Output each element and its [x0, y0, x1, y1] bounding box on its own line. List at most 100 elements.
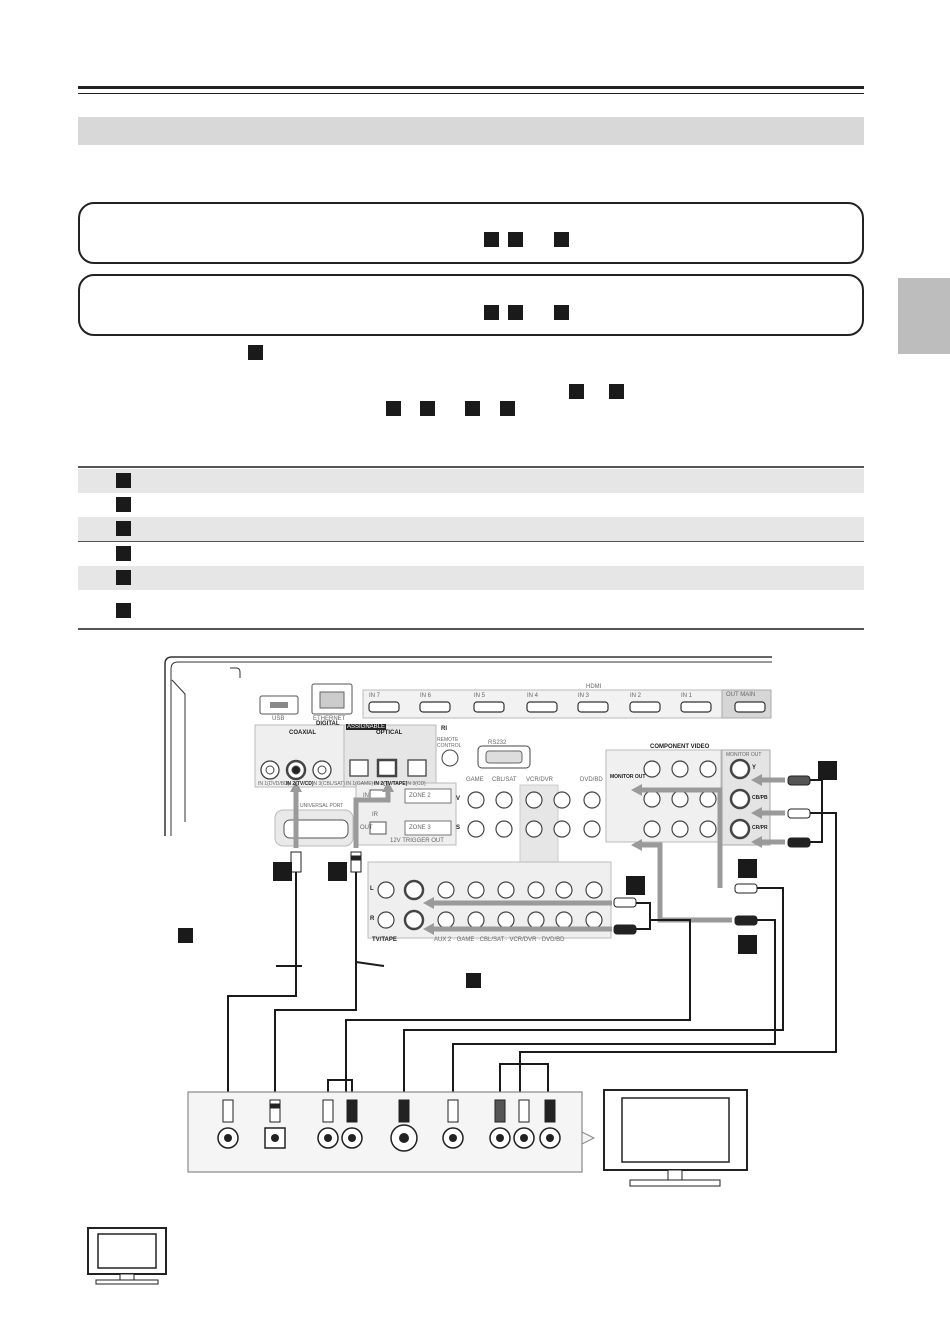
coax-in-label: IN 1(DVD/BD) — [258, 781, 290, 787]
marker-square — [273, 862, 292, 881]
remote-control-label: REMOTE CONTROL — [437, 737, 462, 749]
marker-square — [386, 401, 401, 416]
coax-in-label: IN 2(TV/CD) — [286, 781, 314, 787]
table-row — [78, 493, 864, 517]
marker-square — [508, 232, 523, 247]
hdmi-label: HDMI — [586, 684, 602, 690]
ethernet-label: ETHERNET — [313, 716, 346, 722]
coax-in-label: IN 3(CBL/SAT) — [312, 781, 345, 787]
hdmi-in-label: IN 1 — [681, 693, 693, 699]
hdmi-out-port — [734, 701, 766, 713]
component-pr-out — [729, 818, 751, 840]
marker-square — [328, 862, 347, 881]
optical-in-label: IN 3(CD) — [406, 781, 426, 787]
hdmi-port — [368, 701, 400, 713]
marker-square — [554, 305, 569, 320]
signal-flow-arrows — [293, 777, 785, 932]
hdmi-port — [629, 701, 661, 713]
hdmi-out-label: OUT MAIN — [726, 692, 756, 698]
table-rule-mid — [78, 541, 864, 542]
tv-input-plugs — [222, 1099, 556, 1123]
marker-square — [116, 603, 131, 618]
component-pb-out — [729, 788, 751, 810]
video-s-label: S — [456, 825, 461, 831]
tv-icon — [87, 1227, 167, 1285]
marker-square — [500, 401, 515, 416]
marker-square — [116, 473, 131, 488]
hdmi-in-label: IN 7 — [369, 693, 381, 699]
component-video-label: COMPONENT VIDEO — [650, 744, 710, 750]
header-rule-thick — [78, 86, 864, 89]
component-pr-label: CR/PR — [752, 825, 768, 831]
optical-jack — [349, 759, 369, 777]
chapter-side-tab — [898, 278, 950, 354]
marker-square — [484, 232, 499, 247]
video-v-label: V — [456, 796, 461, 802]
marker-square — [609, 384, 624, 399]
analog-audio-jacks — [377, 879, 603, 931]
table-row — [78, 591, 864, 627]
zone2-label: ZONE 2 — [409, 793, 431, 799]
marker-square — [484, 305, 499, 320]
section-heading-bar — [78, 117, 864, 145]
hdmi-port — [526, 701, 558, 713]
tv-connector-panel — [187, 1091, 596, 1173]
ir-label: IR — [372, 812, 378, 818]
table-rule-top — [78, 466, 864, 468]
hdmi-in-label: IN 4 — [527, 693, 539, 699]
marker-square — [626, 876, 645, 895]
marker-square — [178, 928, 193, 943]
table-row — [78, 542, 864, 566]
ethernet-socket — [319, 691, 345, 709]
component-pb-label: CB/PB — [752, 795, 768, 801]
table-row — [78, 469, 864, 493]
optical-jack — [407, 759, 427, 777]
table-row — [78, 566, 864, 590]
rs232-label: RS232 — [488, 740, 507, 746]
remote-control-jack — [441, 749, 459, 767]
hdmi-port — [577, 701, 609, 713]
zone2-trigger — [404, 788, 452, 804]
digital-label: DIGITAL — [316, 721, 340, 727]
coaxial-label: COAXIAL — [289, 730, 316, 736]
hdmi-in-label: IN 3 — [578, 693, 590, 699]
zone3-trigger — [404, 820, 452, 836]
trigger-out-label: 12V TRIGGER OUT — [390, 838, 444, 844]
marker-square — [569, 384, 584, 399]
marker-square — [116, 546, 131, 561]
s-video-jacks — [467, 816, 632, 840]
universal-port — [283, 819, 349, 839]
marker-square — [465, 401, 480, 416]
marker-square — [818, 761, 837, 780]
component-y-label: Y — [752, 765, 757, 771]
cables — [227, 779, 837, 1094]
tv-tape-label: TV/TAPE — [372, 937, 397, 943]
table-rule-bottom — [78, 628, 864, 630]
hdmi-in-label: IN 6 — [420, 693, 432, 699]
arrow-heads — [290, 774, 762, 935]
monitor-out-label: MONITOR OUT — [610, 774, 646, 780]
marker-square — [116, 570, 131, 585]
component-monitor-out-label: MONITOR OUT — [726, 752, 762, 758]
optical-in-label: IN 1(GAME) — [346, 781, 374, 787]
zone3-label: ZONE 3 — [409, 825, 431, 831]
usb-slot — [270, 702, 288, 708]
tv-illustration — [603, 1089, 748, 1187]
video-group-label: GAME — [466, 777, 484, 783]
ir-in-label: IN — [363, 793, 369, 799]
header-rule-thin — [78, 93, 864, 94]
marker-square — [738, 935, 757, 954]
ir-out-label: OUT — [360, 825, 373, 831]
universal-port-label: UNIVERSAL PORT — [300, 803, 344, 809]
hdmi-in-label: IN 5 — [474, 693, 486, 699]
receiver-rear-panel — [164, 656, 772, 836]
audio-r-label: R — [370, 916, 375, 922]
marker-square — [116, 521, 131, 536]
optical-jack-selected — [376, 758, 398, 778]
note-box-2 — [78, 274, 864, 336]
note-box-1 — [78, 202, 864, 264]
assignable-badge: ASSIGNABLE — [346, 724, 387, 730]
video-group-label: CBL/SAT — [492, 777, 517, 783]
usb-label: USB — [272, 716, 285, 722]
